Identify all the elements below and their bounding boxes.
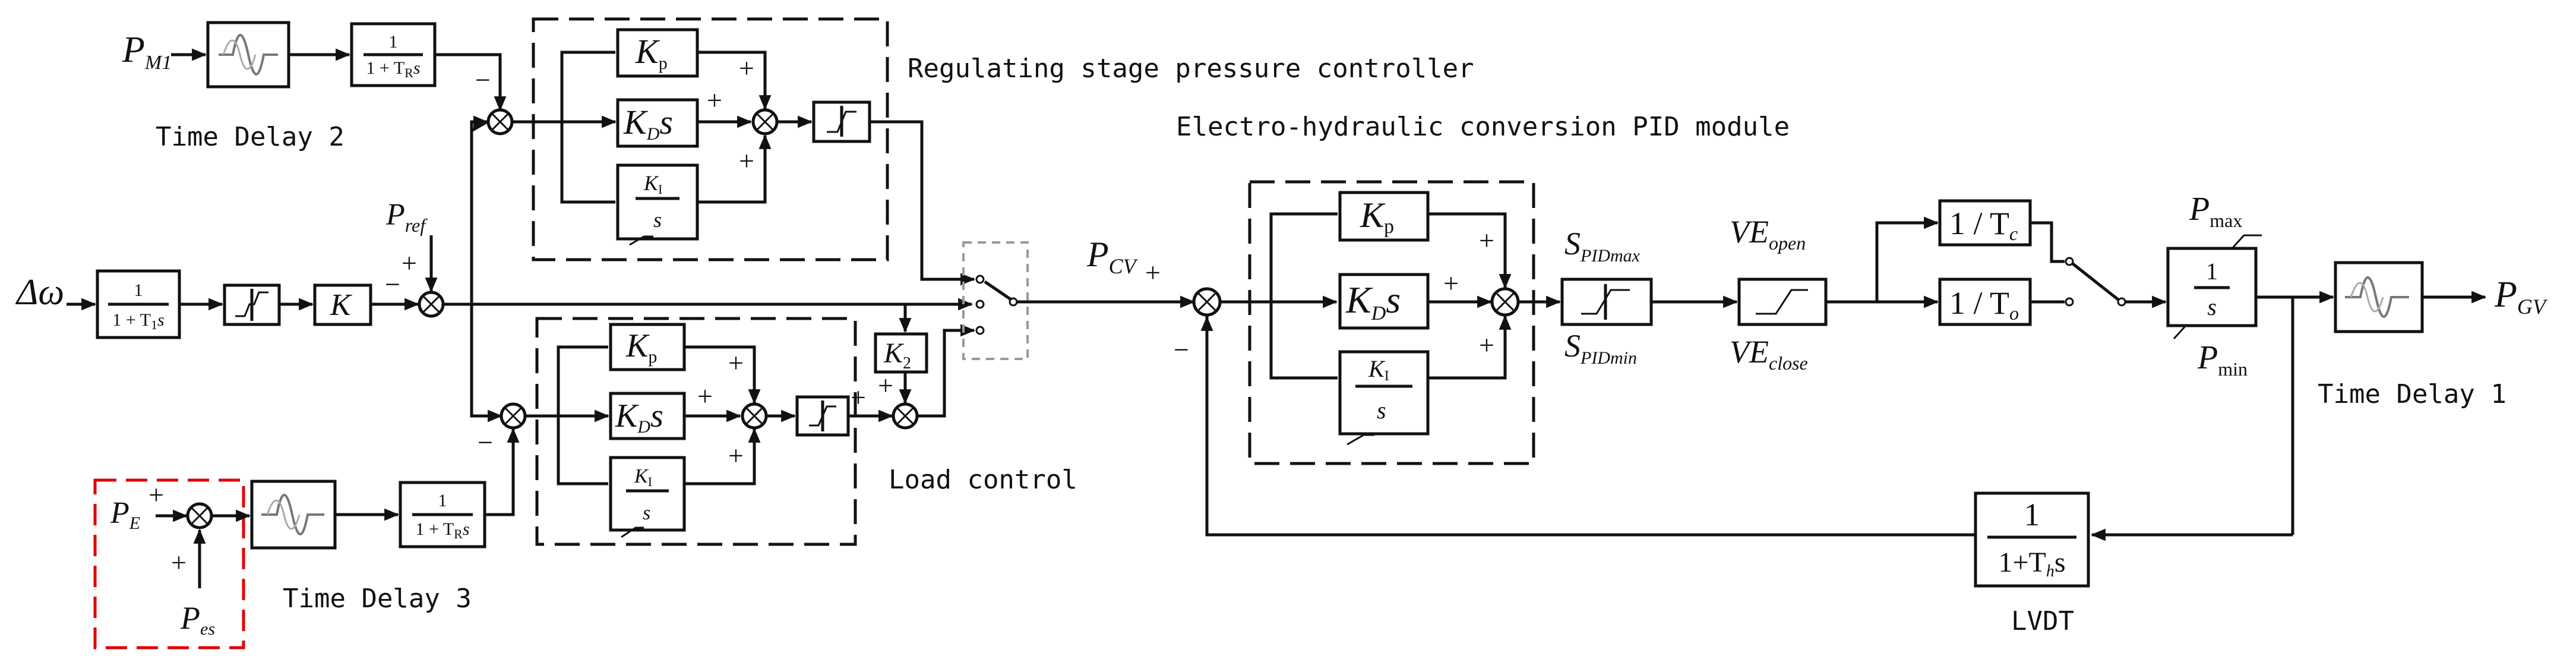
kd-block-load — [609, 392, 686, 440]
load-control-box — [535, 317, 857, 546]
gain-k-block — [313, 283, 372, 326]
electric-power-box — [93, 478, 245, 649]
tc-gain-text: 1 / Tc — [1949, 206, 2018, 244]
p-ref-signal: Pref — [385, 198, 428, 236]
integrator-den: s — [2207, 294, 2217, 320]
ki-block-load — [609, 456, 686, 532]
sum-load-plus-1: + — [728, 348, 744, 378]
tr-bottom-numerator: 1 — [438, 491, 447, 510]
kp-ehc-text: Kp — [1360, 196, 1394, 238]
ki-load-den: s — [643, 502, 650, 524]
sum-pe-plus-1: + — [148, 480, 164, 510]
time-delay-3-icon — [261, 494, 324, 535]
open-close-switch — [2072, 263, 2119, 301]
sum-k2-plus-2: + — [878, 370, 893, 401]
sum-top-minus: − — [475, 65, 491, 95]
kd-block-top — [616, 98, 699, 148]
sum-pe-plus-2: + — [171, 547, 187, 578]
sum-ehc-plus-1: + — [1479, 225, 1494, 256]
sum-ref-minus: − — [385, 269, 400, 299]
lvdt-block — [1974, 491, 2090, 588]
kd-load-text: KDs — [615, 398, 663, 437]
integrator-num: 1 — [2206, 258, 2218, 285]
t1-denominator: 1 + T1s — [112, 310, 164, 332]
lvdt-num: 1 — [2024, 497, 2040, 532]
s-pid-max-signal: SPIDmax — [1564, 226, 1641, 266]
to-gain-block — [1938, 278, 2032, 326]
sum-load-plus-2: + — [697, 381, 713, 411]
tc-gain-block — [1938, 199, 2032, 247]
sum-rs-plus-1: + — [739, 53, 754, 83]
ve-open-signal: VEopen — [1730, 214, 1806, 254]
time-delay-2-icon — [219, 34, 278, 75]
rate-limiter-ve — [1737, 278, 1828, 326]
kp-block-top — [616, 28, 699, 78]
delta-omega-signal: Δω — [15, 272, 64, 313]
p-es-signal: Pes — [180, 600, 215, 639]
tr-top-numerator: 1 — [389, 32, 398, 52]
regulating-stage-label: Regulating stage pressure controller — [908, 53, 1474, 84]
sum-load-plus-3: + — [728, 440, 744, 471]
sum-rs-plus-3: + — [739, 146, 754, 176]
load-control-label: Load control — [889, 465, 1077, 495]
gain-k2-block — [874, 332, 928, 374]
sum-ehc-plus-3: + — [1479, 330, 1494, 360]
gain-k-text: K — [330, 288, 352, 322]
tr-bottom-denominator: 1 + TRs — [415, 519, 469, 541]
sum-cv-plus: + — [1145, 257, 1161, 288]
p-m1-signal: PM1 — [122, 30, 172, 74]
p-max-signal: Pmax — [2189, 191, 2242, 231]
lvdt-den: 1+Ths — [1998, 547, 2065, 581]
time-delay-2-label: Time Delay 2 — [156, 122, 344, 152]
kp-top-text: Kp — [635, 32, 668, 73]
sum-rs-plus-2: + — [707, 85, 722, 115]
kp-block-ehc — [1338, 191, 1430, 242]
ki-top-num: KI — [643, 171, 662, 197]
kd-block-ehc — [1338, 273, 1430, 330]
sum-ehc-minus: − — [1174, 335, 1189, 365]
time-delay-3-label: Time Delay 3 — [283, 584, 472, 614]
ehc-pid-label: Electro-hydraulic conversion PID module — [1176, 112, 1790, 142]
p-cv-signal: PCV — [1086, 235, 1139, 278]
gain-k2-text: K2 — [883, 338, 911, 373]
ki-ehc-num: KI — [1368, 355, 1389, 384]
kd-top-text: KDs — [623, 103, 673, 144]
ki-block-ehc — [1338, 350, 1430, 436]
lvdt-label: LVDT — [2011, 606, 2074, 636]
sum-k2-plus-1: + — [851, 382, 866, 412]
kd-ehc-text: KDs — [1345, 279, 1401, 324]
time-delay-1-icon — [2345, 276, 2409, 318]
ve-close-signal: VEclose — [1730, 334, 1808, 374]
time-delay-1-label: Time Delay 1 — [2318, 379, 2507, 409]
p-e-signal: PE — [110, 496, 140, 533]
s-pid-min-signal: SPIDmin — [1564, 328, 1637, 368]
sum-ref-plus: + — [402, 248, 417, 278]
to-gain-text: 1 / To — [1949, 285, 2019, 324]
t1-numerator: 1 — [134, 280, 143, 300]
p-min-signal: Pmin — [2197, 339, 2248, 380]
ki-load-num: KI — [634, 465, 652, 489]
ki-ehc-den: s — [1377, 397, 1386, 424]
sum-load-minus: − — [478, 427, 493, 458]
sum-ehc-plus-2: + — [1443, 268, 1459, 298]
kp-load-text: Kp — [625, 327, 657, 367]
regulating-stage-controller-box — [532, 17, 889, 261]
tr-top-denominator: 1 + TRs — [366, 58, 420, 80]
p-gv-signal: PGV — [2494, 275, 2548, 319]
ki-top-den: s — [653, 208, 662, 232]
